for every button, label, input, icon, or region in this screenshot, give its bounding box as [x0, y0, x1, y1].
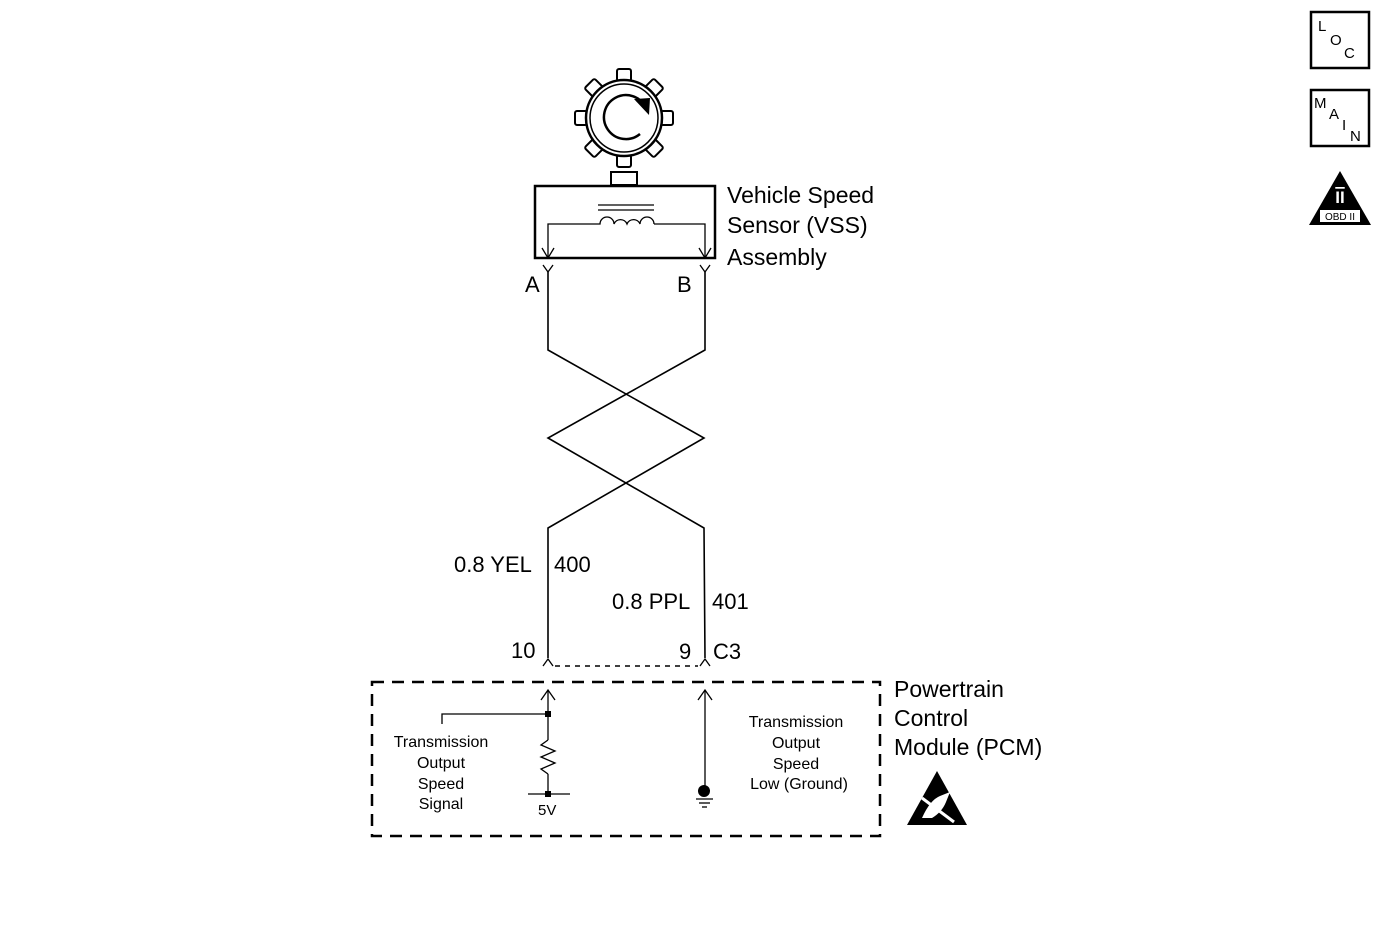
pin-a-connector: [542, 264, 554, 274]
svg-text:O: O: [1330, 32, 1342, 49]
sensor-name-line2: Sensor (VSS): [727, 212, 868, 238]
svg-text:II: II: [1335, 188, 1344, 207]
svg-text:L: L: [1318, 18, 1326, 35]
svg-text:A: A: [1329, 106, 1339, 123]
connector-c3-label: C3: [713, 639, 741, 664]
pin-b-connector: [699, 264, 711, 274]
signal-label-line2: Output: [417, 755, 466, 772]
wire-400-circuit: 400: [554, 552, 591, 577]
pcm-name-line2: Control: [894, 705, 968, 731]
signal-input-circuit: [441, 688, 570, 797]
pcm-pin-9: 9: [679, 639, 691, 664]
wire-401-color: 0.8 PPL: [612, 589, 690, 614]
obd-ii-icon[interactable]: II OBD II: [1309, 171, 1371, 225]
pickup-coil-icon: [598, 216, 655, 226]
sensor-name-line1: Vehicle Speed: [727, 182, 874, 208]
svg-text:I: I: [1342, 117, 1346, 134]
esd-warning-icon: [907, 771, 967, 825]
pcm-pin-9-connector: [699, 657, 711, 667]
pcm-pin-10-connector: [542, 657, 554, 667]
pcm-name-line1: Powertrain: [894, 676, 1004, 702]
ground-symbol-icon: [696, 798, 713, 808]
loc-icon[interactable]: L O C: [1309, 10, 1371, 70]
sensor-name-line3: Assembly: [727, 244, 827, 270]
wire-401-circuit: 401: [712, 589, 749, 614]
twisted-pair-wires: [546, 272, 706, 659]
voltage-label: 5V: [538, 802, 556, 819]
wire-401: [546, 272, 706, 659]
svg-text:C: C: [1344, 45, 1355, 62]
pcm-pin-10: 10: [511, 638, 535, 663]
vss-housing: [533, 184, 717, 260]
vss-shaft: [610, 171, 638, 186]
svg-text:M: M: [1314, 95, 1327, 112]
low-label-line2: Output: [772, 735, 821, 752]
vss-assembly: [533, 171, 717, 260]
low-label-line3: Speed: [773, 756, 819, 773]
low-label-line1: Transmission: [749, 714, 844, 731]
pullup-resistor-icon: [539, 739, 557, 775]
svg-text:N: N: [1350, 128, 1361, 145]
wire-400: [547, 272, 706, 658]
pin-b-label: B: [677, 272, 692, 297]
signal-label-line1: Transmission: [394, 734, 489, 751]
signal-label-line4: Signal: [419, 796, 463, 813]
low-reference-circuit: [696, 688, 713, 808]
low-label-line4: Low (Ground): [750, 776, 848, 793]
pcm-name-line3: Module (PCM): [894, 734, 1042, 760]
reluctor-wheel-icon: [574, 68, 674, 168]
pin-a-label: A: [525, 272, 540, 297]
pcm-module-box: [370, 680, 882, 838]
main-icon[interactable]: M A I N: [1309, 88, 1371, 148]
wire-400-color: 0.8 YEL: [454, 552, 532, 577]
signal-label-line3: Speed: [418, 776, 464, 793]
svg-text:OBD II: OBD II: [1325, 212, 1355, 223]
